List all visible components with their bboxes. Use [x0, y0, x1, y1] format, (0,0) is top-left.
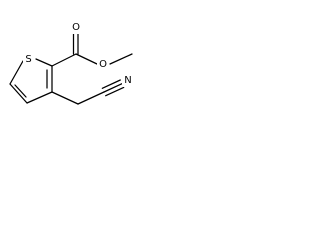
carbonyl-oxygen-label: O — [72, 22, 80, 33]
bond-c5-s — [9, 60, 24, 85]
thiophene-ring — [9, 58, 53, 104]
nitrile-nitrogen-label: N — [124, 75, 131, 86]
bond-c4-c5-inner — [14, 84, 27, 98]
sulfur-label: S — [25, 54, 31, 65]
ester-oxygen-atom: O — [97, 58, 109, 71]
bond-c3-c4 — [26, 91, 53, 104]
carbonyl-oxygen-atom: O — [70, 21, 82, 34]
bond-c3-methylene — [51, 91, 79, 105]
bond-nitrile-triple-1 — [103, 83, 123, 93]
sulfur-atom: S — [23, 53, 34, 66]
bond-c2-carbonyl-carbon — [51, 53, 77, 67]
bond-s-c2 — [35, 58, 53, 67]
bond-nitrile-triple-2 — [101, 79, 121, 89]
bond-carbonyl-to-ester-oxygen — [75, 53, 98, 65]
bond-methylene-nitrile-carbon — [77, 91, 105, 105]
methyl-ester-group — [51, 33, 133, 67]
bond-nitrile-triple-3 — [105, 86, 125, 97]
nitrile-nitrogen-atom: N — [122, 74, 134, 87]
cyanomethyl-group — [51, 79, 125, 105]
bond-ester-oxygen-to-methyl — [109, 53, 133, 65]
bond-c4-c5 — [9, 83, 28, 104]
ester-oxygen-label: O — [99, 59, 107, 70]
chemical-structure-diagram: S O O N — [9, 21, 134, 105]
